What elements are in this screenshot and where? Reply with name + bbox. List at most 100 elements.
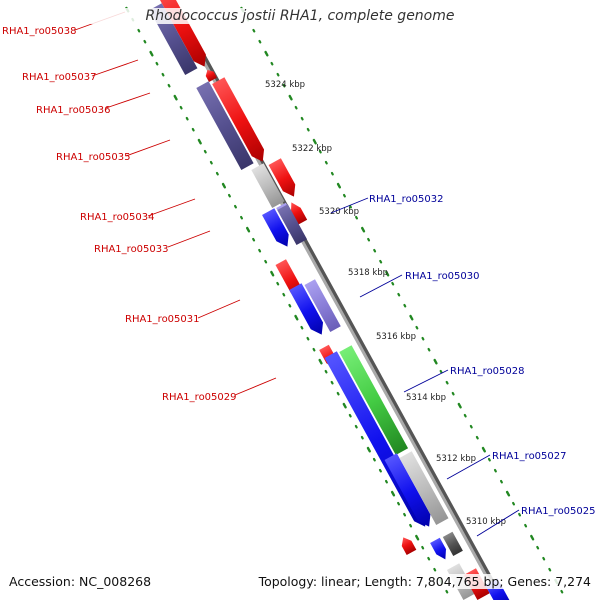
label-leader-line: [403, 369, 449, 393]
forward-gene: [268, 158, 296, 197]
tick-mark: [427, 556, 431, 561]
gene-label[interactable]: RHA1_ro05038: [2, 26, 77, 37]
tick-mark: [191, 127, 195, 132]
tick-mark: [421, 336, 425, 341]
tick-mark: [463, 413, 467, 418]
tick-mark: [252, 28, 256, 33]
gene-label[interactable]: RHA1_ro05029: [162, 392, 237, 403]
tick-mark: [258, 39, 262, 44]
tick-mark: [161, 72, 165, 77]
gene-arrow: [339, 345, 409, 455]
kbp-label: 5312 kbp: [436, 454, 476, 464]
tick-mark: [378, 468, 382, 473]
tick-mark: [264, 50, 269, 57]
tick-mark: [366, 446, 371, 453]
gene-arrow: [277, 204, 308, 245]
forward-gene: [401, 537, 417, 555]
tick-mark: [233, 204, 237, 209]
gene-label[interactable]: RHA1_ro05031: [125, 314, 200, 325]
label-leader-line: [197, 299, 241, 319]
tick-mark: [270, 61, 274, 66]
tick-tracks: [125, 6, 564, 594]
gene-arrow: [251, 163, 285, 208]
gene-label[interactable]: RHA1_ro05032: [369, 194, 444, 205]
tick-mark: [505, 490, 511, 497]
tick-mark: [354, 424, 358, 429]
tick-mark: [475, 435, 479, 440]
gene-features: [149, 0, 512, 600]
forward-gene: [212, 77, 265, 162]
forward-gene: [154, 0, 206, 67]
label-leader-line: [446, 454, 491, 480]
accession-text: Accession: NC_008268: [9, 574, 152, 589]
tick-mark: [548, 567, 552, 572]
kbp-label: 5324 kbp: [265, 80, 305, 90]
tick-mark: [342, 402, 347, 409]
tick-mark: [415, 325, 419, 330]
tick-mark: [445, 589, 449, 594]
kbp-label: 5318 kbp: [348, 268, 388, 278]
tick-mark: [137, 28, 141, 33]
reverse-gene: [430, 537, 447, 560]
tick-mark: [300, 325, 304, 330]
tick-mark: [409, 314, 414, 321]
tick-mark: [348, 413, 352, 418]
gene-label[interactable]: RHA1_ro05027: [492, 451, 567, 462]
gene-label[interactable]: RHA1_ro05025: [521, 506, 596, 517]
label-leader-line: [330, 197, 369, 214]
tick-mark: [318, 358, 323, 365]
tick-mark: [312, 347, 316, 352]
dark-gene: [442, 531, 463, 556]
kbp-label: 5316 kbp: [376, 332, 416, 342]
purple-gene: [196, 81, 254, 171]
green-gene: [339, 345, 409, 455]
gene-arrow: [212, 77, 265, 162]
tick-mark: [240, 215, 244, 220]
tick-mark: [276, 72, 280, 77]
tick-mark: [312, 138, 317, 145]
page-title: Rhodococcus jostii RHA1, complete genome: [0, 8, 600, 24]
kbp-label: 5322 kbp: [292, 144, 332, 154]
kbp-label: 5320 kbp: [319, 207, 359, 217]
tick-mark: [397, 501, 401, 506]
tick-mark: [355, 215, 359, 220]
gene-arrow: [268, 158, 296, 197]
tick-mark: [336, 391, 340, 396]
tick-mark: [227, 193, 231, 198]
tick-mark: [433, 358, 438, 365]
tick-mark: [512, 501, 516, 506]
tick-mark: [390, 490, 396, 497]
gene-label[interactable]: RHA1_ro05035: [56, 152, 131, 163]
forward-gene: [205, 69, 217, 83]
tick-mark: [294, 314, 299, 321]
tick-mark: [439, 369, 443, 374]
tick-mark: [360, 435, 364, 440]
gene-label[interactable]: RHA1_ro05036: [36, 105, 111, 116]
gene-arrow: [196, 81, 254, 171]
label-leader-line: [91, 59, 139, 77]
tick-mark: [348, 204, 352, 209]
tick-mark: [409, 523, 413, 528]
tick-mark: [481, 446, 486, 453]
tick-mark: [427, 347, 431, 352]
gene-label[interactable]: RHA1_ro05037: [22, 72, 97, 83]
tick-mark: [294, 105, 298, 110]
kbp-label: 5314 kbp: [406, 393, 446, 403]
gene-label[interactable]: RHA1_ro05034: [80, 212, 155, 223]
label-leader-line: [476, 509, 520, 537]
purple-gene: [277, 204, 308, 245]
gene-label[interactable]: RHA1_ro05033: [94, 244, 169, 255]
tick-mark: [306, 336, 310, 341]
gene-arrow: [401, 537, 417, 555]
tick-mark: [185, 116, 189, 121]
tick-mark: [373, 248, 377, 253]
gene-label[interactable]: RHA1_ro05030: [405, 271, 480, 282]
tick-mark: [209, 160, 213, 165]
tick-mark: [385, 270, 390, 277]
tick-mark: [282, 83, 286, 88]
tick-mark: [288, 94, 293, 101]
tick-mark: [493, 468, 497, 473]
gene-label[interactable]: RHA1_ro05028: [450, 366, 525, 377]
tick-mark: [379, 259, 383, 264]
